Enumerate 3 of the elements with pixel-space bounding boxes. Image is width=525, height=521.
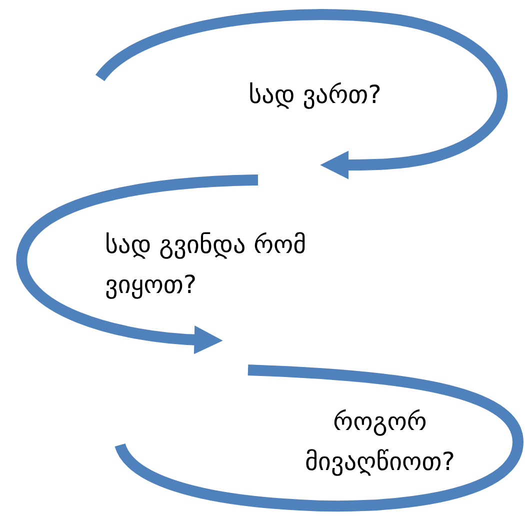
step-text: სად გვინდა რომ ვიყოთ?: [105, 225, 355, 310]
step-text: როგორ მივაღწიოთ?: [290, 402, 470, 487]
step-text: სად ვართ?: [200, 75, 430, 120]
